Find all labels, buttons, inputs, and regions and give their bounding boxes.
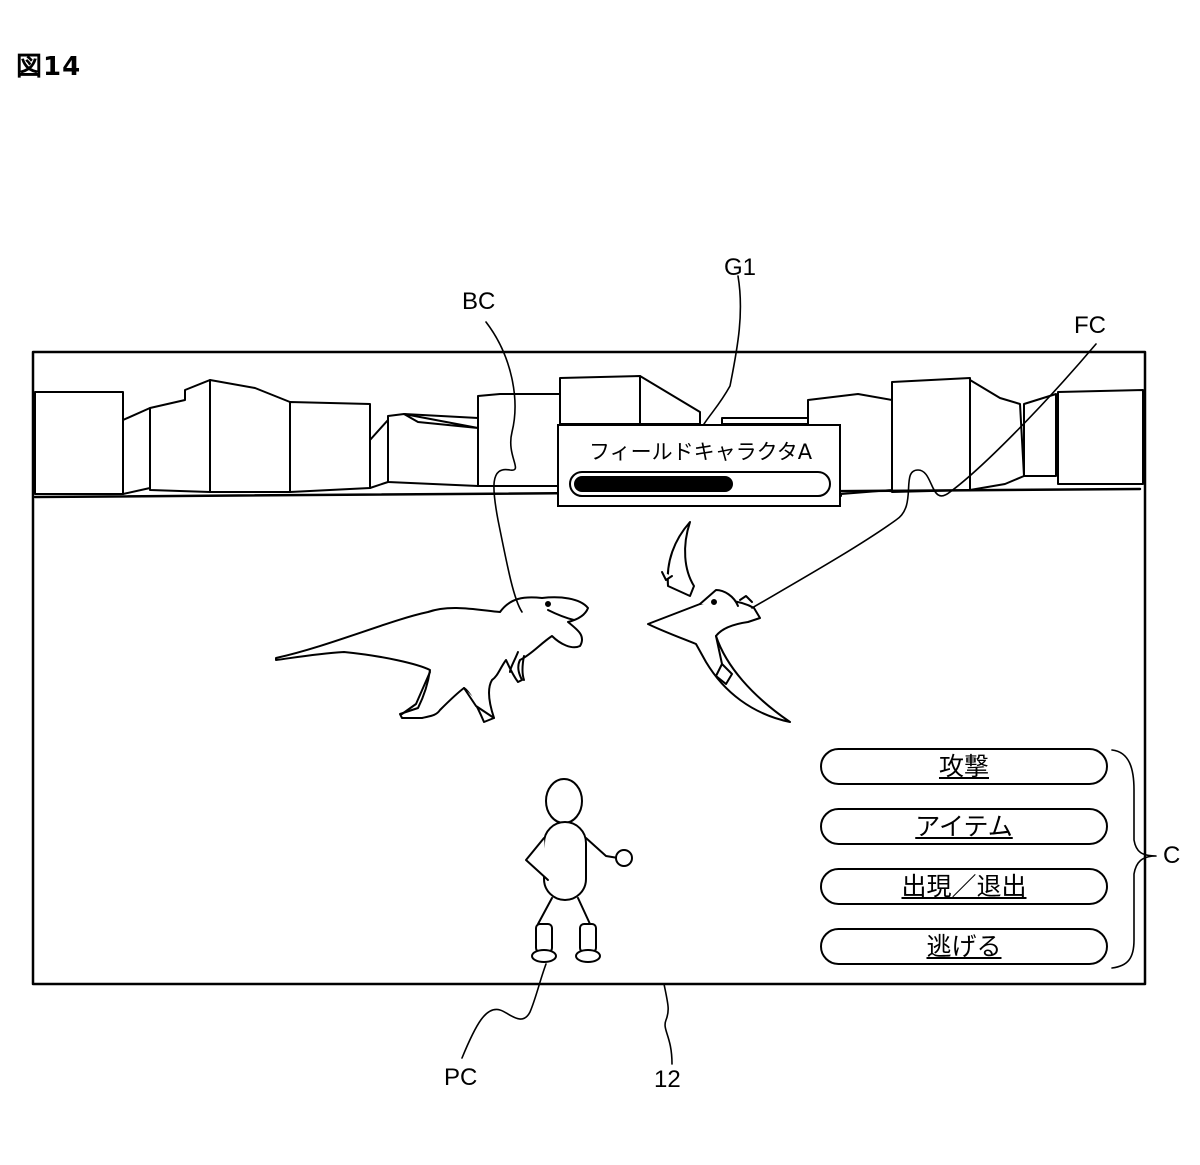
pteranodon-character xyxy=(647,521,791,723)
escape-command-button[interactable]: 逃げる xyxy=(820,928,1108,965)
command-label: 攻撃 xyxy=(938,752,989,781)
hp-gauge-fill xyxy=(574,476,733,492)
item-command-button[interactable]: アイテム xyxy=(820,808,1108,845)
hp-gauge xyxy=(569,471,831,497)
ref-label-pc: PC xyxy=(444,1064,478,1091)
field-character-status-window: フィールドキャラクタA xyxy=(557,424,841,507)
command-label: アイテム xyxy=(915,812,1013,841)
attack-command-button[interactable]: 攻撃 xyxy=(820,748,1108,785)
command-label: 逃げる xyxy=(926,932,1002,961)
command-label: 出現／退出 xyxy=(901,872,1027,901)
figure-label: 図14 xyxy=(16,52,82,82)
leader-lines xyxy=(461,275,1157,1065)
tyrannosaurus-character xyxy=(275,596,589,723)
ref-label-bc: BC xyxy=(462,288,496,315)
ref-label-g1: G1 xyxy=(724,254,757,281)
field-character-name: フィールドキャラクタA xyxy=(589,440,813,464)
player-character xyxy=(525,778,633,963)
appear-exit-command-button[interactable]: 出現／退出 xyxy=(820,868,1108,905)
ref-label-c: C xyxy=(1163,842,1181,869)
ref-label-screen: 12 xyxy=(654,1066,681,1093)
ref-label-fc: FC xyxy=(1074,312,1106,339)
